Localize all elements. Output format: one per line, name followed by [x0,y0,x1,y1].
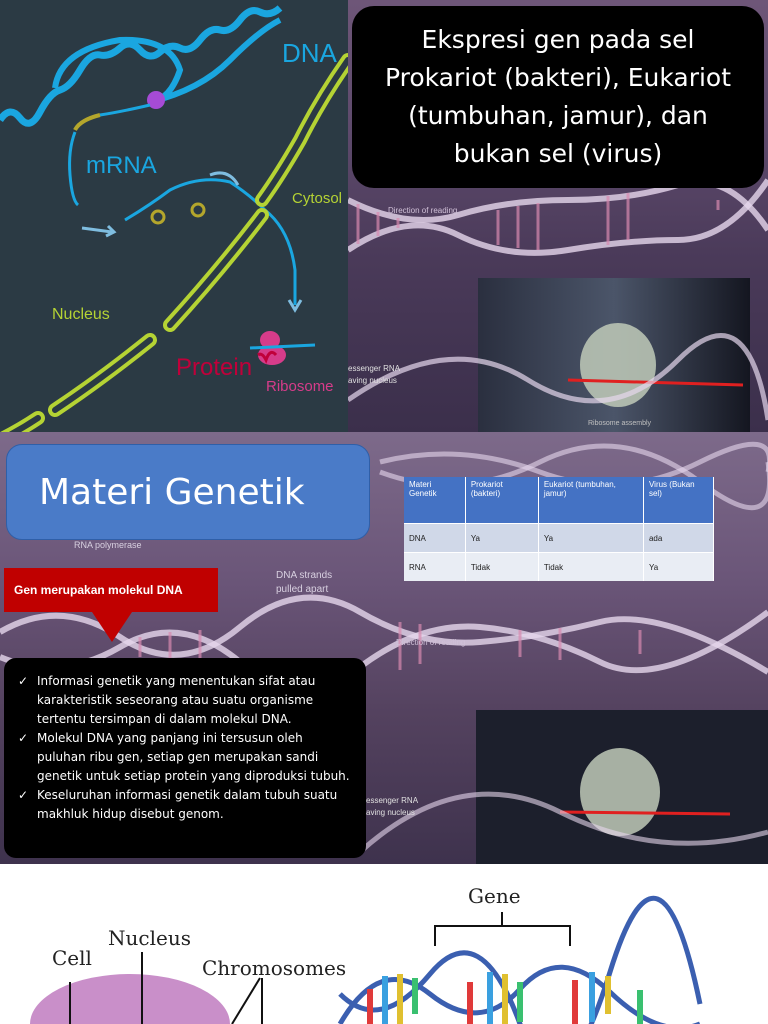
photo-caption-ribosome: Ribosome assembly [588,420,652,427]
cell-label: Cell [52,946,92,970]
photo-caption-mrna: essenger RNA [348,364,401,373]
bg-text-rna-polymerase: RNA polymerase [74,540,142,550]
down-arrow-icon [92,612,132,642]
heading-text: Materi Genetik [39,471,305,513]
bg-text-dna-strands: DNA strands [276,570,333,581]
genetic-info-box: ✓ Informasi genetik yang menentukan sifat… [4,658,366,858]
table-row: DNA Ya Ya ada [404,523,715,553]
bg-text-direction: Direction of reading [396,638,466,647]
chromosomes-label: Chromosomes [202,956,347,980]
bullet-text: Informasi genetik yang menentukan sifat … [37,674,316,726]
list-item: ✓ Molekul DNA yang panjang ini tersusun o… [18,729,350,786]
nucleus-label: Nucleus [52,306,110,323]
cytosol-label: Cytosol [292,190,343,207]
slide-materi-genetik: RNA polymerase DNA strands pulled apart … [0,432,768,864]
cell-to-gene-diagram [30,895,703,1024]
table-header: Eukariot (tumbuhan, jamur) [538,477,644,524]
slide-gene-expression: DNA mRNA Cytosol Nucleus Protein Ribosom… [0,0,768,432]
table-cell: DNA [404,523,466,553]
bullet-text: Keseluruhan informasi genetik dalam tubu… [37,788,338,821]
cell-shape [30,974,230,1024]
photo-caption-direction: Direction of reading [388,206,458,215]
table-cell: Ya [643,552,715,581]
genetic-material-table: Materi Genetik Prokariot (bakteri) Eukar… [404,477,715,581]
list-item: ✓ Keseluruhan informasi genetik dalam tub… [18,786,350,824]
table-cell: Ya [465,523,539,553]
bg-text-pulled-apart: pulled apart [276,584,329,595]
bullet-text: Molekul DNA yang panjang ini tersusun ol… [37,731,350,783]
info-bullet-list: ✓ Informasi genetik yang menentukan sifat… [18,672,350,824]
check-icon: ✓ [18,788,29,802]
list-item: ✓ Informasi genetik yang menentukan sifat… [18,672,350,729]
table-cell: Tidak [465,552,539,581]
slide-title: Ekspresi gen pada sel Prokariot (bakteri… [352,6,764,188]
table-header: Prokariot (bakteri) [465,477,539,524]
diagram-drawing [0,5,355,432]
table-header: Virus (Bukan sel) [643,477,715,524]
mrna-label: mRNA [86,152,157,179]
photo-caption-nucleus: aving nucleus [348,376,397,385]
dna-strand [0,5,283,127]
gene-bracket [434,912,571,946]
table-cell: Tidak [538,552,644,581]
ribosome-shape [260,331,280,349]
table-row: RNA Tidak Tidak Ya [404,552,715,581]
check-icon: ✓ [18,731,29,745]
gene-label: Gene [468,884,521,908]
table-cell: ada [643,523,715,553]
nucleus-label: Nucleus [108,926,191,950]
dna-label: DNA [282,38,337,68]
bg-text-mrna: essenger RNA [366,796,419,805]
table-cell: RNA [404,552,466,581]
gene-dna-callout: Gen merupakan molekul DNA [4,568,218,612]
slide-cell-chromosome-gene: Cell Nucleus Chromosomes Gene [0,864,768,1024]
polymerase-dot [147,91,165,109]
table-header-row: Materi Genetik Prokariot (bakteri) Eukar… [404,477,715,524]
table-cell: Ya [538,523,644,553]
materi-genetik-heading: Materi Genetik [6,444,370,540]
ribosome-label: Ribosome [266,378,334,395]
protein-label: Protein [176,354,253,381]
table-header: Materi Genetik [404,477,466,524]
bg-text-nucleus: aving nucleus [366,808,415,817]
dna-helix-drawing [346,178,768,432]
callout-text: Gen merupakan molekul DNA [14,583,183,597]
slide-title-text: Ekspresi gen pada sel Prokariot (bakteri… [384,25,732,168]
check-icon: ✓ [18,674,29,688]
gene-expression-diagram: DNA mRNA Cytosol Nucleus Protein Ribosom… [0,0,355,432]
